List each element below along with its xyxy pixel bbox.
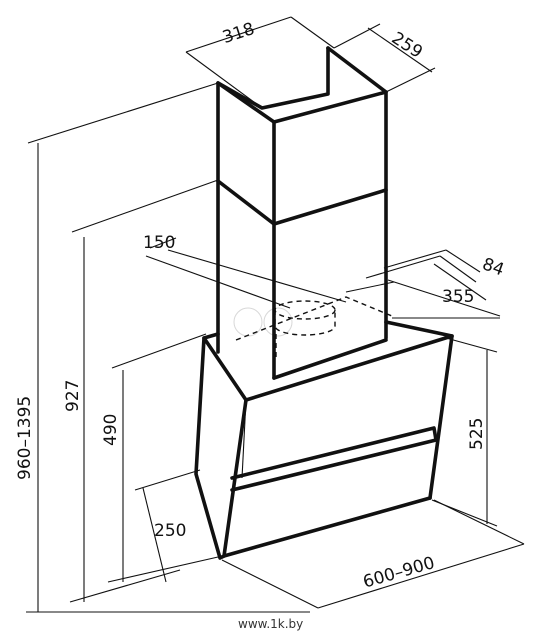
label-chimney-depth: 259 — [388, 28, 426, 62]
label-height-490: 490 — [101, 414, 121, 446]
label-hood-width: 600–900 — [361, 553, 437, 592]
watermark-text: www.1k.by — [238, 617, 303, 631]
chimney — [216, 46, 388, 380]
dimension-lines — [26, 16, 525, 613]
watermark-logo-ghost — [233, 307, 293, 337]
air-outlet-hidden — [235, 296, 393, 360]
dimension-labels: 318 259 150 84 355 960–1395 927 490 525 … — [15, 19, 507, 593]
label-hood-depth: 250 — [154, 521, 186, 541]
label-total-height: 960–1395 — [15, 396, 35, 480]
label-outlet-offset-84: 84 — [480, 254, 507, 280]
label-outlet-offset-355: 355 — [442, 287, 474, 307]
label-chimney-width: 318 — [220, 19, 257, 48]
hood-body — [194, 320, 454, 560]
label-hood-height: 525 — [467, 418, 487, 450]
label-height-927: 927 — [63, 380, 83, 412]
label-outlet-diameter: 150 — [143, 233, 175, 253]
